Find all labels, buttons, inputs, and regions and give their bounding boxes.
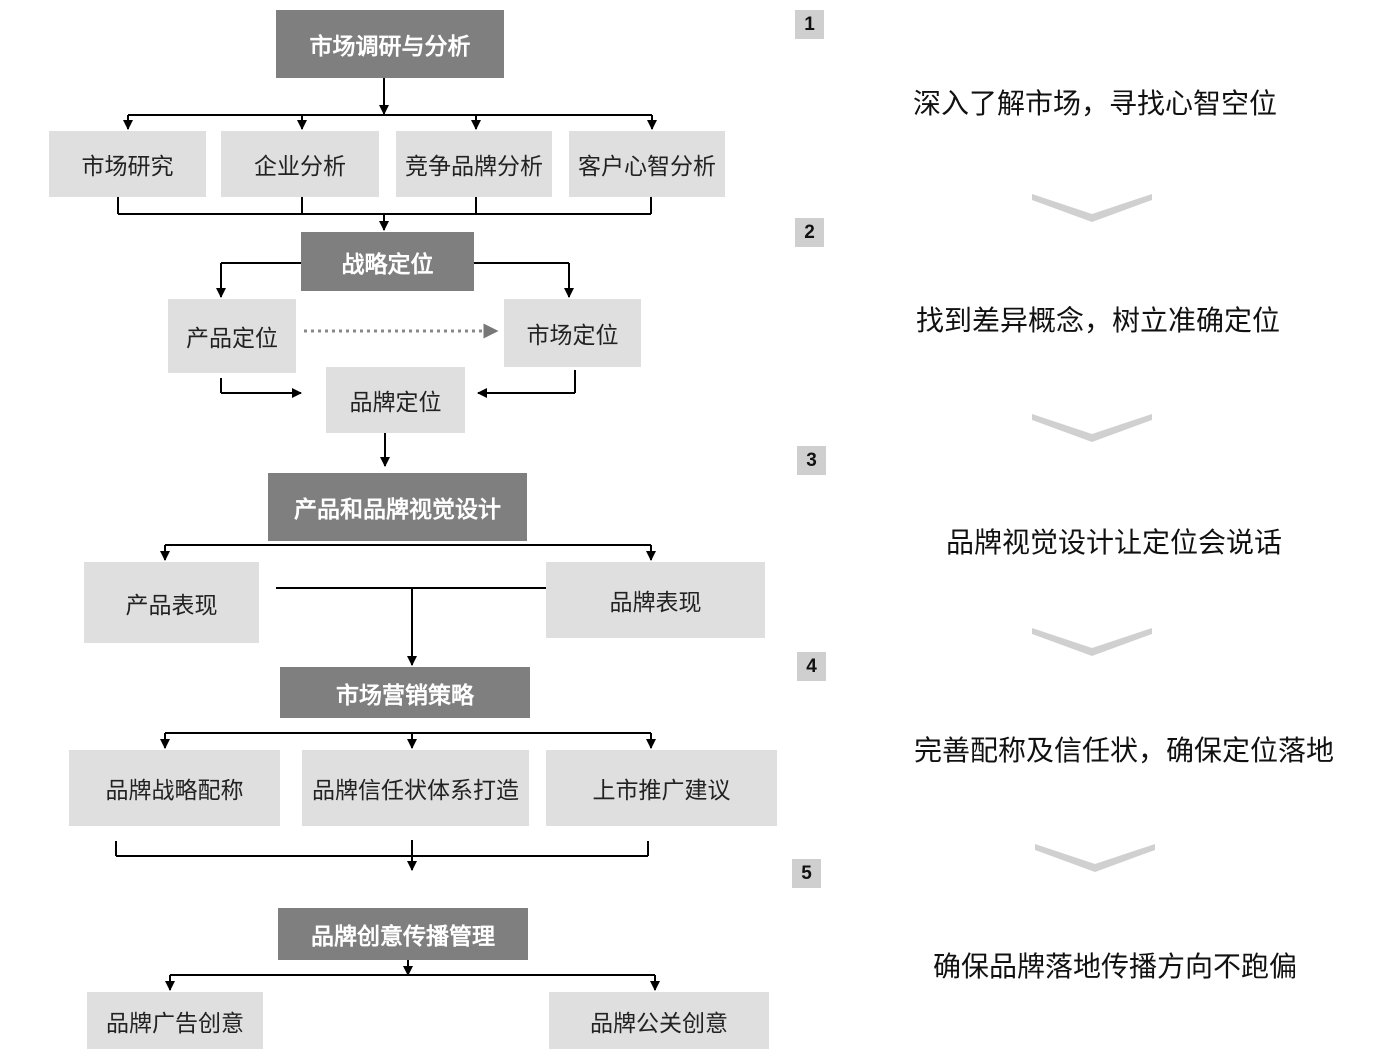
- step-number-badge: 3: [797, 446, 826, 475]
- step-description: 完善配称及信任状，确保定位落地: [914, 734, 1335, 767]
- stage2-item-market-positioning: 市场定位: [504, 299, 641, 367]
- step-number-badge: 1: [795, 10, 824, 39]
- chevron-down-icon: [1032, 628, 1152, 656]
- stage4-item: 品牌战略配称: [69, 750, 280, 826]
- chevron-down-icon: [1032, 194, 1152, 222]
- stage1-item: 市场研究: [49, 131, 206, 197]
- stage1-item: 竞争品牌分析: [396, 131, 552, 197]
- stage2-item-product-positioning: 产品定位: [168, 299, 296, 373]
- stage3-title: 产品和品牌视觉设计: [268, 473, 527, 541]
- stage3-item: 品牌表现: [546, 562, 765, 638]
- stage2-title: 战略定位: [301, 232, 474, 291]
- stage3-item: 产品表现: [84, 562, 259, 643]
- stage1-item: 客户心智分析: [569, 131, 725, 197]
- stage1-item: 企业分析: [221, 131, 379, 197]
- stage4-title: 市场营销策略: [280, 667, 530, 718]
- step-description: 品牌视觉设计让定位会说话: [946, 526, 1283, 559]
- step-number-badge: 4: [797, 652, 826, 681]
- step-description: 深入了解市场，寻找心智空位: [913, 87, 1278, 120]
- stage5-item: 品牌广告创意: [87, 992, 263, 1049]
- stage5-item: 品牌公关创意: [549, 992, 769, 1049]
- stage1-title: 市场调研与分析: [276, 10, 504, 78]
- chevron-down-icon: [1032, 414, 1152, 442]
- step-description: 找到差异概念，树立准确定位: [916, 304, 1281, 337]
- chevron-down-icon: [1035, 844, 1155, 872]
- step-number-badge: 2: [795, 218, 824, 247]
- stage4-item: 上市推广建议: [546, 750, 777, 826]
- stage4-item: 品牌信任状体系打造: [302, 750, 529, 826]
- stage5-title: 品牌创意传播管理: [278, 908, 528, 960]
- step-description: 确保品牌落地传播方向不跑偏: [933, 950, 1298, 983]
- stage2-item-brand-positioning: 品牌定位: [326, 367, 465, 433]
- step-number-badge: 5: [792, 859, 821, 888]
